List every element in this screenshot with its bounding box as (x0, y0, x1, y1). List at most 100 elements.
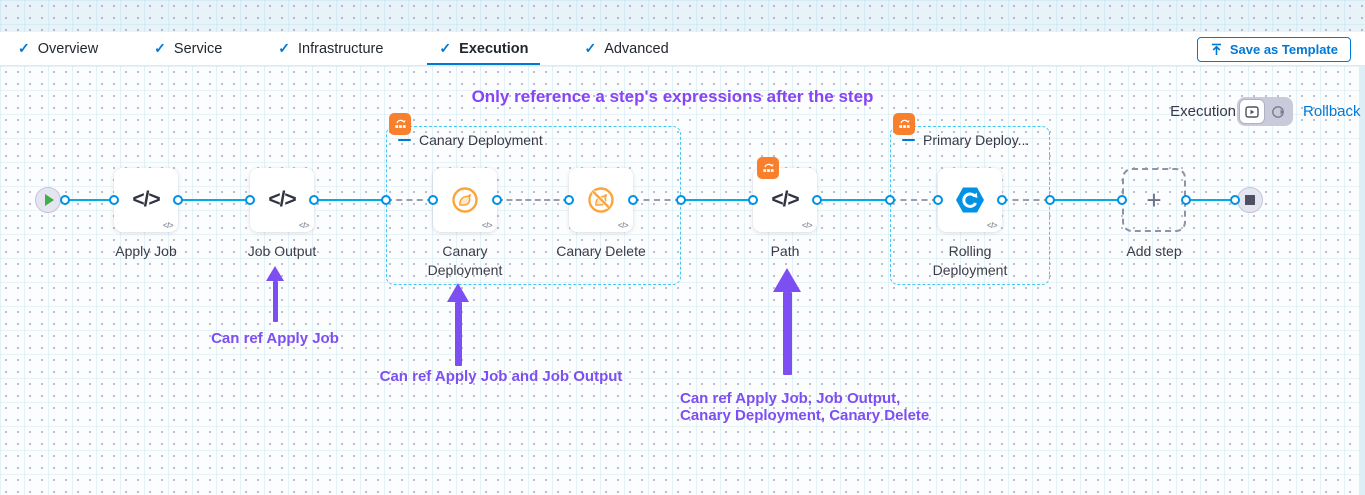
step-rolling-deployment[interactable]: </> (938, 168, 1002, 232)
connector-port[interactable] (309, 195, 319, 205)
collapse-group-icon[interactable] (902, 138, 915, 142)
connector-port[interactable] (1117, 195, 1127, 205)
rollback-link[interactable]: Rollback (1303, 103, 1361, 120)
connector-port[interactable] (676, 195, 686, 205)
tab-label: Overview (37, 40, 99, 57)
execution-toggle-icon (1245, 105, 1259, 118)
annotation-note-3-line1: Can ref Apply Job, Job Output, (680, 390, 901, 407)
step-group-primary-deployment[interactable] (890, 126, 1050, 285)
canvas-top-strip (0, 0, 1365, 32)
rolling-deployment-icon (956, 187, 984, 213)
connector-line (817, 199, 890, 201)
looping-strategy-icon[interactable] (757, 157, 779, 179)
annotation-arrow-1 (266, 266, 284, 322)
save-as-template-label: Save as Template (1229, 42, 1338, 57)
add-step-button[interactable]: + (1122, 168, 1186, 232)
rollback-toggle-icon (1272, 105, 1284, 118)
code-sub-icon: </> (298, 221, 310, 230)
group-header-primary: Primary Deploy... (902, 132, 1029, 148)
connector-line (1186, 199, 1237, 201)
looping-strategy-icon[interactable] (389, 113, 411, 135)
connector-line-dashed (633, 199, 681, 201)
connector-line (178, 199, 250, 201)
execution-mode-label: Execution (1170, 103, 1236, 120)
tab-service[interactable]: ✓ Service (154, 32, 222, 65)
code-icon: </> (132, 188, 160, 211)
tab-label: Execution (459, 40, 529, 57)
check-icon: ✓ (18, 40, 30, 56)
connector-port[interactable] (173, 195, 183, 205)
connector-port[interactable] (1230, 195, 1240, 205)
connector-port[interactable] (60, 195, 70, 205)
code-sub-icon: </> (986, 221, 998, 230)
connector-port[interactable] (428, 195, 438, 205)
connector-port[interactable] (109, 195, 119, 205)
annotation-note-2: Can ref Apply Job and Job Output (379, 368, 623, 385)
step-group-canary-deployment[interactable] (386, 126, 681, 285)
connector-port[interactable] (997, 195, 1007, 205)
step-canary-delete[interactable]: </> (569, 168, 633, 232)
connector-port[interactable] (564, 195, 574, 205)
connector-port[interactable] (1045, 195, 1055, 205)
connector-line-dashed (386, 199, 433, 201)
pipeline-end-node (1237, 187, 1263, 213)
stop-icon (1245, 195, 1255, 205)
connector-line (314, 199, 386, 201)
execution-toggle-button[interactable] (1239, 99, 1265, 124)
connector-port[interactable] (748, 195, 758, 205)
rollback-toggle-button[interactable] (1265, 99, 1291, 124)
annotation-note-3-line2: Canary Deployment, Canary Delete (680, 407, 930, 424)
step-label: Path (770, 243, 800, 259)
step-apply-job[interactable]: </> </> (114, 168, 178, 232)
pipeline-canvas[interactable] (0, 66, 1365, 495)
tab-infrastructure[interactable]: ✓ Infrastructure (278, 32, 383, 65)
annotation-arrow-2 (447, 283, 469, 366)
connector-line (61, 199, 114, 201)
group-label: Primary Deploy... (923, 132, 1030, 148)
step-label: Rolling Deployment (932, 243, 1008, 278)
connector-port[interactable] (245, 195, 255, 205)
annotation-arrow-3 (773, 268, 801, 375)
save-as-template-button[interactable]: Save as Template (1196, 37, 1351, 62)
tab-label: Infrastructure (298, 40, 384, 57)
code-sub-icon: </> (162, 221, 174, 230)
canary-delete-icon (588, 187, 614, 213)
connector-port[interactable] (1181, 195, 1191, 205)
group-label: Canary Deployment (419, 132, 543, 148)
tab-overview[interactable]: ✓ Overview (18, 32, 98, 65)
step-canary-deployment[interactable]: </> (433, 168, 497, 232)
tab-label: Advanced (604, 40, 669, 57)
check-icon: ✓ (584, 40, 597, 56)
step-label: Job Output (247, 243, 317, 259)
connector-port[interactable] (885, 195, 895, 205)
step-job-output[interactable]: </> </> (250, 168, 314, 232)
connector-line-dashed (1002, 199, 1050, 201)
collapse-group-icon[interactable] (398, 138, 411, 142)
step-label: Apply Job (115, 243, 177, 259)
connector-port[interactable] (812, 195, 822, 205)
execution-rollback-toggle (1237, 97, 1293, 126)
connector-port[interactable] (492, 195, 502, 205)
code-icon: </> (268, 188, 296, 211)
code-icon: </> (771, 188, 799, 211)
stage-tabbar: ✓ Overview ✓ Service ✓ Infrastructure ✓ … (0, 32, 1365, 66)
connector-line (681, 199, 753, 201)
plus-icon: + (1146, 184, 1162, 215)
annotation-note-3: Can ref Apply Job, Job Output, Canary De… (680, 390, 970, 424)
code-sub-icon: </> (801, 221, 813, 230)
tab-advanced[interactable]: ✓ Advanced (584, 32, 668, 65)
connector-line-dashed (497, 199, 569, 201)
upload-icon (1211, 43, 1221, 55)
add-step-label: Add step (1126, 243, 1182, 259)
play-icon (44, 194, 54, 206)
code-sub-icon: </> (481, 221, 493, 230)
group-header-canary: Canary Deployment (398, 132, 543, 148)
connector-port[interactable] (381, 195, 391, 205)
connector-port[interactable] (933, 195, 943, 205)
connector-port[interactable] (628, 195, 638, 205)
tab-execution[interactable]: ✓ Execution (427, 32, 541, 65)
looping-strategy-icon[interactable] (893, 113, 915, 135)
pipeline-start-node (35, 187, 61, 213)
tab-label: Service (173, 40, 223, 57)
check-icon: ✓ (154, 40, 166, 56)
